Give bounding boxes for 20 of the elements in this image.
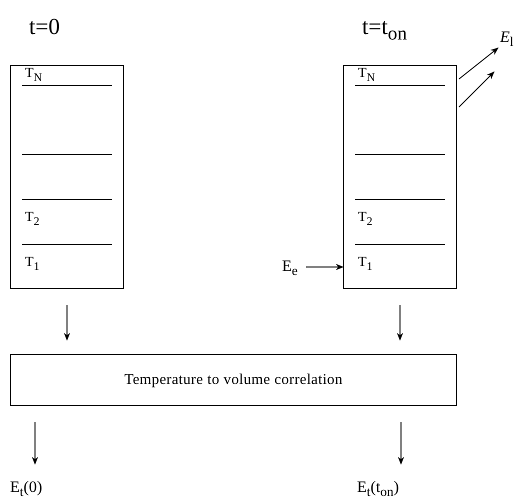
time-heading: t=t$_{on}$ [362,14,407,46]
energy-label: E$_{e}$ [282,257,298,282]
time-heading: t=0 [29,14,60,40]
layer-label: T$_{N}$ [25,67,42,85]
energy-label: E$_{t}$(t$_{on}$) [357,478,399,502]
layer-label: T$_{1}$ [358,256,372,274]
arrow [458,48,499,80]
arrow [64,304,70,341]
energy-label: E$_{l}$ [500,28,514,52]
layer-label: T$_{2}$ [358,211,372,229]
layer-label: T$_{N}$ [358,67,375,85]
arrow [306,264,344,270]
energy-label: E$_{t}$(0) [10,478,42,502]
process-box: Temperature to volume correlation [10,354,457,406]
layer-label: T$_{2}$ [25,211,40,229]
arrow [458,71,495,108]
layer-label: T$_{1}$ [25,256,40,274]
arrow [398,422,404,465]
arrow [32,422,38,465]
arrow [396,304,404,341]
